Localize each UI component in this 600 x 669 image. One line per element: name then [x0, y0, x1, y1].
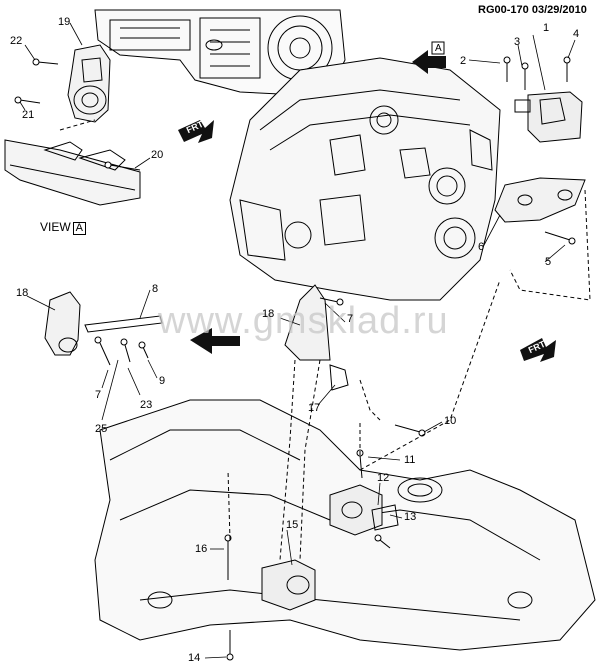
callout-11: 11	[404, 454, 416, 466]
callout-17: 17	[308, 402, 321, 414]
callout-20: 20	[151, 149, 164, 161]
callout-16: 16	[195, 543, 208, 555]
callout-23: 23	[140, 399, 153, 411]
reference-code: RG00-170 03/29/2010	[478, 4, 587, 16]
engine-assembly	[229, 57, 501, 301]
callout-18-left: 18	[16, 287, 29, 299]
callout-22: 22	[10, 35, 23, 47]
center-mount-bracket	[284, 284, 349, 391]
callout-6: 6	[478, 241, 485, 253]
view-arrow-letter: A	[435, 43, 442, 54]
assembly-lines	[59, 119, 591, 561]
callout-13: 13	[404, 511, 417, 523]
callout-14: 14	[188, 652, 201, 664]
callout-4: 4	[573, 28, 580, 40]
view-label-text: VIEW	[40, 220, 71, 234]
view-label-letter: A	[72, 222, 87, 235]
leader-lines	[19, 22, 576, 659]
upper-frame-rail	[4, 139, 141, 206]
callout-12: 12	[377, 472, 390, 484]
reference-date: 03/29/2010	[531, 4, 587, 16]
upper-mount-bracket	[67, 44, 111, 123]
callout-7-left: 7	[95, 389, 102, 401]
front-direction-arrow-top	[178, 120, 214, 143]
callout-7-center: 7	[347, 313, 354, 325]
callout-18-center: 18	[262, 308, 275, 320]
lower-rear-mount	[261, 559, 316, 611]
left-transmission-mount-bracket	[44, 291, 163, 356]
watermark: www.gmsklad.ru	[158, 300, 449, 342]
reference-number: RG00-170	[478, 4, 529, 16]
callout-25: 25	[95, 423, 108, 435]
callout-1: 1	[543, 22, 550, 34]
front-direction-arrow-right	[520, 338, 556, 362]
lower-front-mount	[329, 484, 399, 536]
assembly-direction-arrow	[190, 328, 240, 354]
callout-8: 8	[152, 283, 159, 295]
right-engine-mount	[514, 91, 583, 143]
callout-21: 21	[22, 109, 35, 121]
callout-19: 19	[58, 16, 71, 28]
callout-3: 3	[514, 36, 521, 48]
callout-15: 15	[286, 519, 299, 531]
bolts	[14, 56, 576, 661]
view-a-arrow	[412, 41, 446, 74]
view-a-engine-partial	[94, 9, 346, 96]
callout-9: 9	[159, 375, 166, 387]
right-mount-bracket	[494, 177, 586, 223]
callout-10: 10	[444, 415, 457, 427]
callout-5: 5	[545, 256, 552, 268]
callout-2: 2	[460, 55, 467, 67]
